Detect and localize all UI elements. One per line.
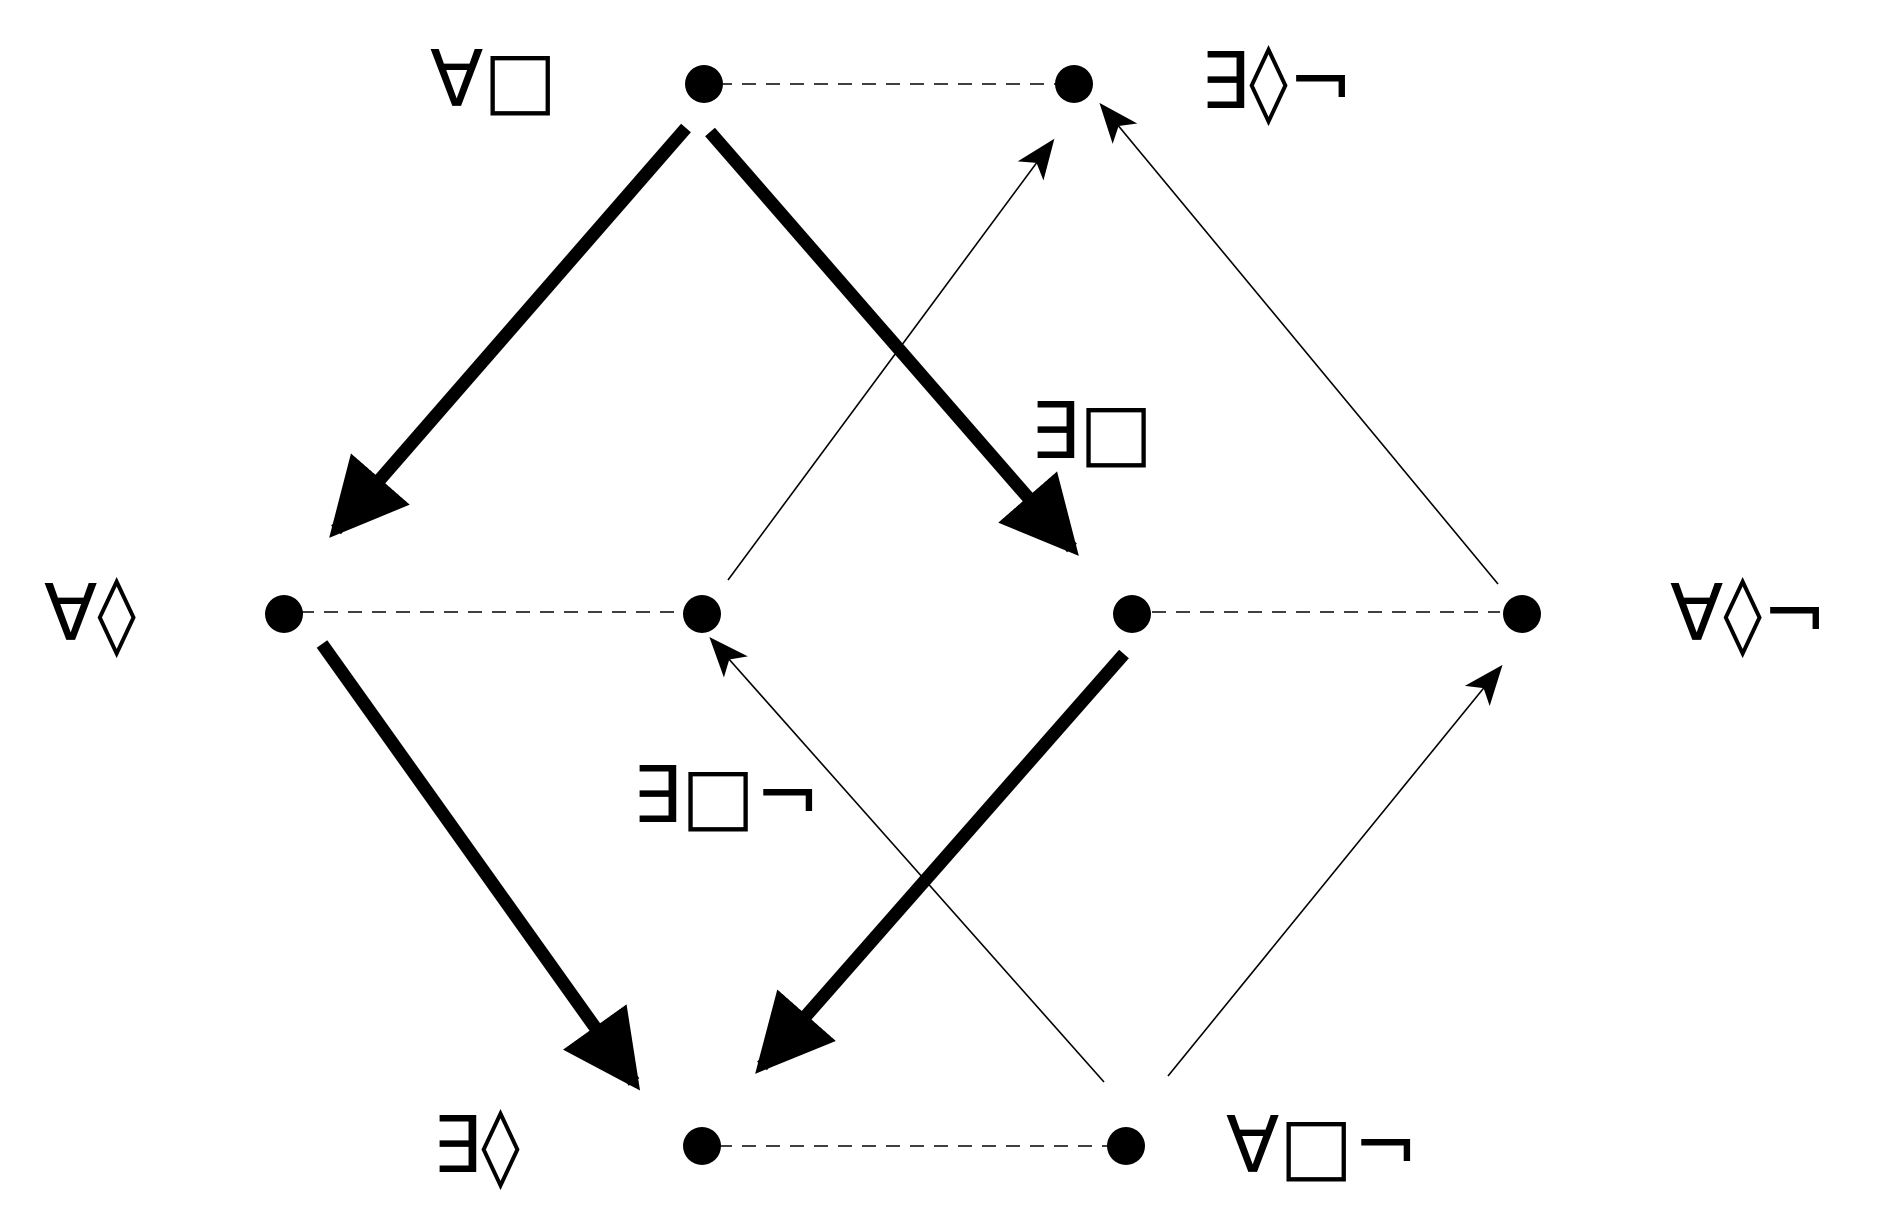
dashed-edges [300, 83, 1500, 1147]
node-dot-right [1113, 595, 1151, 633]
node-dot-top-left [685, 65, 723, 103]
node-dot-far-right [1503, 595, 1541, 633]
label-universal-necessity: ∀□ [430, 35, 557, 125]
label-universal-necessarily-not: ∀□¬ [1226, 1101, 1418, 1191]
label-exists-necessity: ∃□ [1030, 387, 1153, 477]
label-universal-possibly-not: ∀◊¬ [1670, 569, 1827, 659]
thin-edge-bottom-right-to-right [1167, 664, 1503, 1077]
label-universal-possibility: ∀◊ [44, 569, 136, 659]
node-labels: ∀□ ∃◊¬ ∀◊ ∃□ ∀◊¬ ∃◊ ∀□¬ ∃□¬ [44, 35, 1827, 1191]
label-exists-necessarily-not: ∃□¬ [632, 751, 820, 841]
node-dot-bottom-right [1107, 1127, 1145, 1165]
node-dot-top-right [1055, 65, 1093, 103]
thin-edges [709, 102, 1503, 1083]
thick-edge-top-to-left [329, 123, 691, 538]
thick-edges [316, 123, 1129, 1091]
thin-edge-right-to-top-right [1099, 102, 1499, 585]
label-exists-possibility: ∃◊ [432, 1101, 520, 1191]
thick-edge-right-to-bottom [755, 649, 1129, 1074]
nodes [265, 65, 1541, 1165]
thick-edge-left-to-bottom [316, 640, 641, 1091]
thin-edge-middle-to-top-right [727, 138, 1055, 581]
thin-edge-bottom-right-to-middle [709, 637, 1105, 1083]
node-dot-middle [683, 595, 721, 633]
thick-edge-top-to-right [705, 127, 1079, 556]
label-exists-possibly-not: ∃◊¬ [1200, 37, 1353, 127]
node-dot-bottom-left [683, 1127, 721, 1165]
node-dot-left [265, 595, 303, 633]
